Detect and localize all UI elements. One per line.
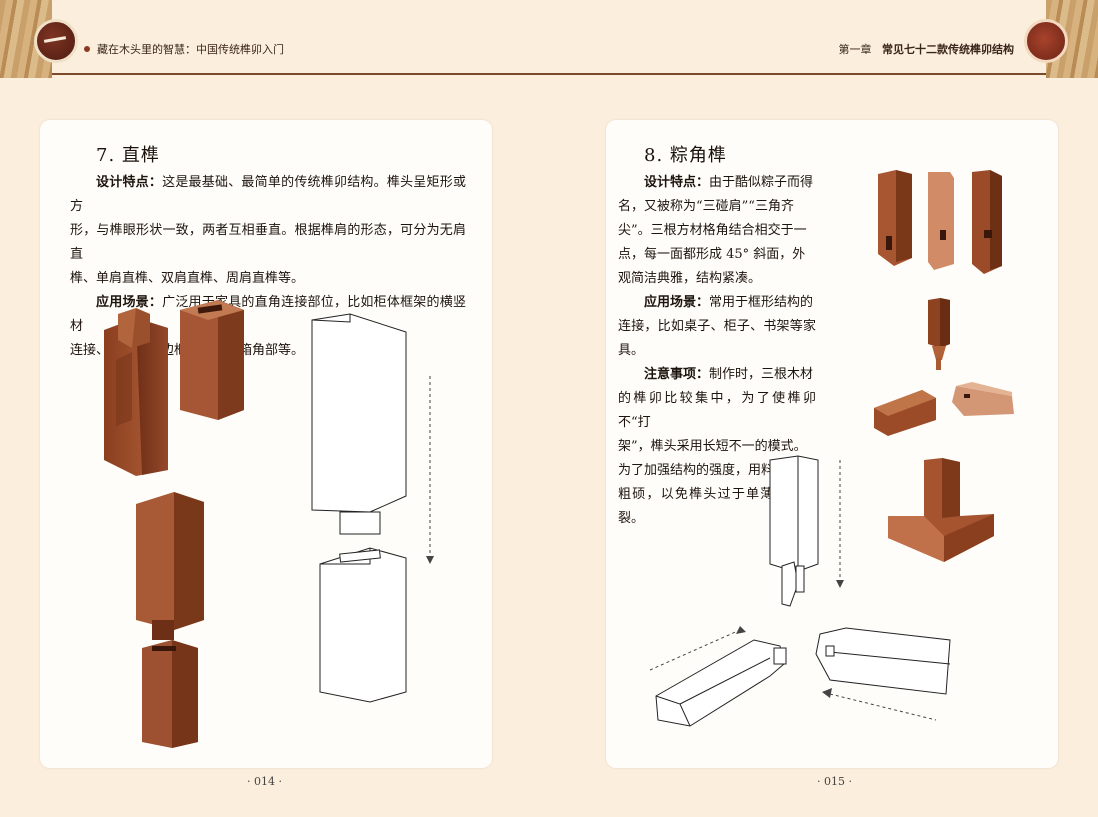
running-head-right: 第一章 常见七十二款传统榫卯结构 <box>839 41 1015 57</box>
notes-text: 粗硕，以免榫头过于单薄而易断裂。 <box>618 487 816 526</box>
features-text: 名，又被称为“三碰肩”“三角齐 <box>618 199 794 214</box>
zongjiaosun-line-drawing-bottom <box>649 626 951 727</box>
features-text: 形，与榫眼形状一致，两者互相垂直。根据榫肩的形态，可分为无肩直 <box>70 223 466 262</box>
section-title-zhisun: 7. 直榫 <box>96 145 160 166</box>
zhisun-mortise-piece-image <box>180 300 244 420</box>
chapter-title: 常见七十二款传统榫卯结构 <box>882 43 1014 56</box>
notes-text: 为了加强结构的强度，用料需适当 <box>618 463 814 478</box>
features-text: 尖”。三根方材格角结合相交于一 <box>618 223 807 238</box>
zhisun-tenon-piece-image <box>104 308 168 476</box>
page-number-left: · 014 · <box>247 775 282 788</box>
header-rule <box>52 73 1046 75</box>
zongjiaosun-side-pieces-image <box>874 382 1014 436</box>
features-label: 设计特点： <box>644 175 710 190</box>
features-text: 由于酷似粽子而得 <box>709 175 814 190</box>
page-header: 藏在木头里的智慧：中国传统榫卯入门 第一章 常见七十二款传统榫卯结构 <box>0 0 1098 78</box>
zongjiaosun-assembled-image <box>888 458 994 562</box>
features-text: 观简洁典雅，结构紧凑。 <box>618 271 762 286</box>
right-paragraph-features: 设计特点：由于酷似粽子而得 名，又被称为“三碰肩”“三角齐 尖”。三根方材格角结… <box>618 171 816 531</box>
zhisun-assembled-piece-image <box>136 492 204 748</box>
features-text: 榫、单肩直榫、双肩直榫、周肩直榫等。 <box>70 271 305 286</box>
chapter-number: 第一章 <box>838 43 872 56</box>
chapter-logo-left <box>34 19 78 63</box>
features-label: 设计特点： <box>96 175 163 190</box>
book-title: 藏在木头里的智慧：中国传统榫卯入门 <box>97 43 284 56</box>
features-text: 这是最基础、最简单的传统榫卯结构。榫头呈矩形或方 <box>70 175 466 214</box>
zongjiaosun-tenon-image <box>928 298 950 370</box>
zhisun-line-drawing <box>311 313 434 703</box>
bullet-icon <box>84 46 90 52</box>
notes-text: 的榫卯比较集中，为了使榫卯不“打 <box>618 391 816 430</box>
usage-text: 连接，比如桌子、柜子、书架等家具。 <box>618 319 816 358</box>
chapter-logo-right <box>1024 19 1068 63</box>
running-head-left: 藏在木头里的智慧：中国传统榫卯入门 <box>84 41 284 57</box>
notes-text: 架”，榫头采用长短不一的模式。 <box>618 439 807 454</box>
page-number-right: · 015 · <box>817 775 852 788</box>
usage-label: 应用场景： <box>96 295 163 310</box>
usage-text: 广泛用于家具的直角连接部位，比如柜体框架的横竖材 <box>70 295 466 334</box>
usage-text: 常用于框形结构的 <box>709 295 814 310</box>
section-title-zongjiaosun: 8. 粽角榫 <box>644 145 727 166</box>
usage-label: 应用场景： <box>644 295 710 310</box>
notes-label: 注意事项： <box>644 367 710 382</box>
notes-text: 制作时，三根木材 <box>709 367 814 382</box>
zongjiaosun-line-drawing-top <box>769 455 844 607</box>
zongjiaosun-three-pieces-image <box>878 170 1002 274</box>
features-text: 点，每一面都形成 45° 斜面，外 <box>618 247 806 262</box>
